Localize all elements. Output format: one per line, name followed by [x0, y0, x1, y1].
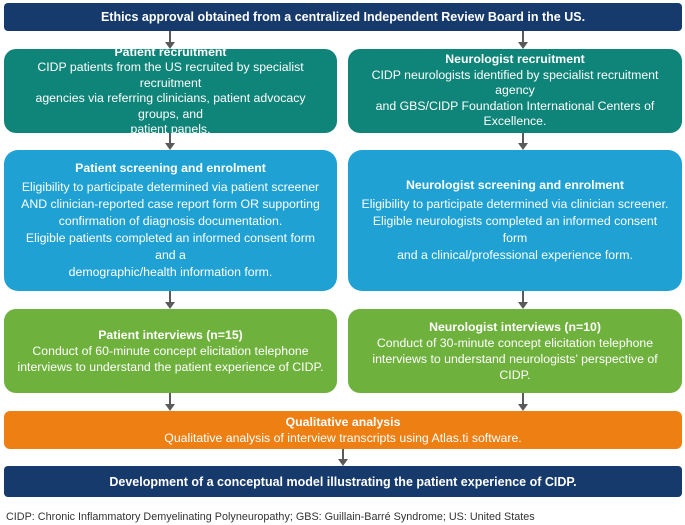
neurologist-interviews-line: interviews to understand neurologists’ p…	[372, 352, 658, 382]
patient-recruitment-title: Patient recruitment	[114, 44, 227, 59]
conceptual-model-text: Development of a conceptual model illust…	[109, 474, 577, 489]
qualitative-analysis-text: Qualitative analysis of interview transc…	[164, 431, 522, 445]
neurologist-interviews-line: Conduct of 30-minute concept elicitation…	[376, 336, 654, 350]
neurologist-recruitment-line: Excellence.	[483, 114, 547, 129]
patient-screening-box: Patient screening and enrolment Eligibil…	[4, 150, 337, 291]
patient-screening-title: Patient screening and enrolment	[75, 161, 266, 175]
neurologist-recruitment-line: and GBS/CIDP Foundation International Ce…	[375, 98, 655, 113]
patient-recruitment-line: CIDP patients from the US recruited by s…	[37, 60, 304, 90]
patient-interviews-title: Patient interviews (n=15)	[98, 328, 243, 342]
patient-interviews-line: Conduct of 60-minute concept elicitation…	[32, 344, 309, 358]
arrow-down-icon	[518, 291, 528, 309]
arrow-down-icon	[165, 291, 175, 309]
patient-interviews-box: Patient interviews (n=15) Conduct of 60-…	[4, 309, 337, 393]
arrow-down-icon	[518, 393, 528, 411]
neurologist-screening-line: Eligible neurologists completed an infor…	[372, 214, 658, 245]
qualitative-analysis-title: Qualitative analysis	[285, 415, 401, 429]
patient-recruitment-box: Patient recruitment CIDP patients from t…	[4, 45, 337, 136]
arrow-down-icon	[165, 393, 175, 411]
patient-recruitment-line: patient panels.	[130, 122, 211, 136]
patient-recruitment-line: agencies via referring clinicians, patie…	[35, 91, 306, 121]
neurologist-interviews-box: Neurologist interviews (n=10) Conduct of…	[348, 309, 682, 393]
patient-screening-line: Eligible patients completed an informed …	[25, 231, 316, 262]
arrow-down-icon	[518, 31, 528, 49]
arrow-down-icon	[338, 449, 348, 466]
arrow-down-icon	[518, 133, 528, 150]
patient-interviews-line: interviews to understand the patient exp…	[17, 360, 324, 374]
ethics-approval-text: Ethics approval obtained from a centrali…	[100, 10, 586, 24]
abbreviations-footnote: CIDP: Chronic Inflammatory Demyelinating…	[6, 511, 535, 523]
qualitative-analysis-box: Qualitative analysis Qualitative analysi…	[4, 411, 682, 449]
arrow-down-icon	[165, 31, 175, 49]
neurologist-interviews-title: Neurologist interviews (n=10)	[429, 320, 601, 334]
neurologist-screening-title: Neurologist screening and enrolment	[406, 178, 624, 192]
neurologist-recruitment-title: Neurologist recruitment	[445, 52, 585, 67]
arrow-down-icon	[165, 133, 175, 150]
neurologist-recruitment-line: CIDP neurologists identified by speciali…	[371, 67, 659, 98]
neurologist-screening-line: Eligibility to participate determined vi…	[361, 197, 669, 211]
neurologist-screening-box: Neurologist screening and enrolment Elig…	[348, 150, 682, 291]
patient-screening-line: Eligibility to participate determined vi…	[21, 180, 320, 194]
neurologist-screening-line: and a clinical/professional experience f…	[397, 248, 633, 262]
patient-screening-line: confirmation of diagnosis documentation.	[58, 214, 283, 228]
patient-screening-line: AND clinician-reported case report form …	[21, 197, 320, 211]
neurologist-recruitment-box: Neurologist recruitment CIDP neurologist…	[348, 49, 682, 133]
patient-screening-line: demographic/health information form.	[68, 265, 273, 279]
conceptual-model-box: Development of a conceptual model illust…	[4, 466, 682, 497]
ethics-approval-box: Ethics approval obtained from a centrali…	[4, 3, 682, 31]
